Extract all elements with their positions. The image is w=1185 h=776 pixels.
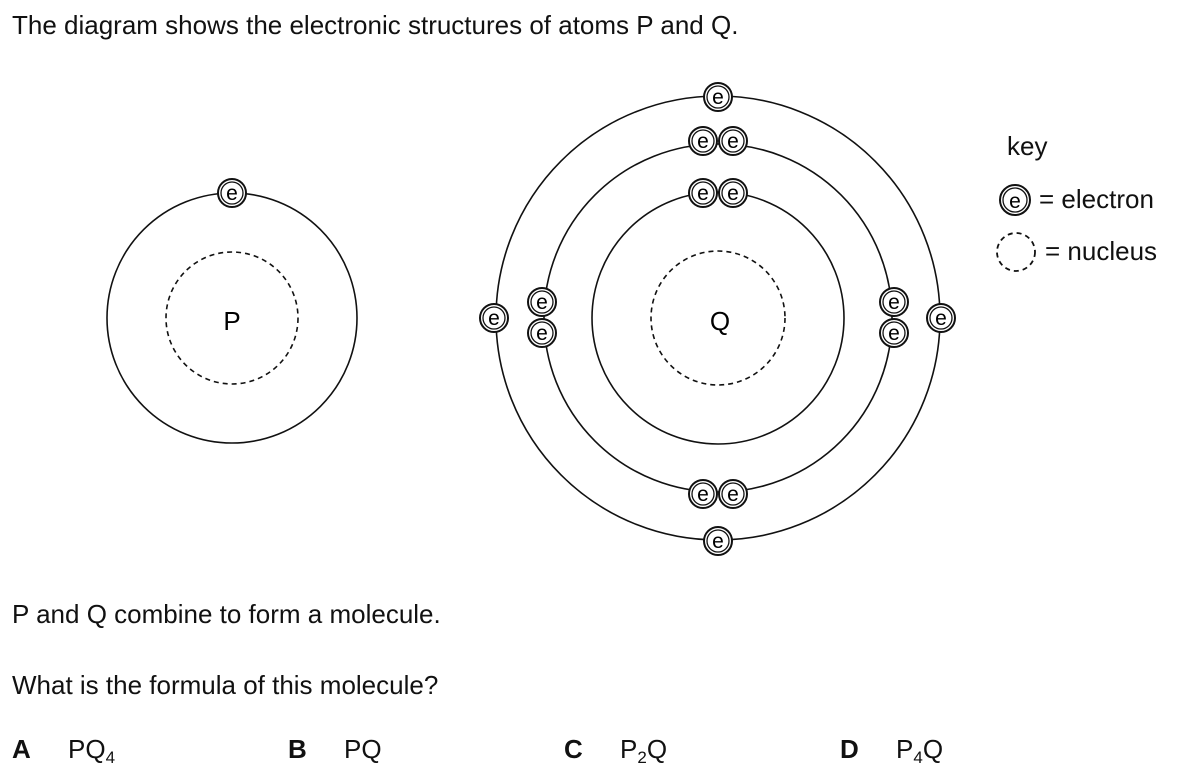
electron-symbol: e — [226, 182, 238, 205]
option-formula-tail: Q — [646, 734, 668, 764]
question-combine: P and Q combine to form a molecule. — [12, 599, 441, 629]
atom-q-label: Q — [710, 306, 730, 336]
electron-symbol: e — [712, 530, 724, 553]
option-formula-base: P — [620, 734, 638, 764]
electron: e — [879, 287, 909, 317]
electron: e — [703, 82, 733, 112]
option-c[interactable]: C P2Q — [564, 734, 667, 768]
option-formula-subscript: 2 — [637, 748, 647, 767]
electron-symbol: e — [697, 483, 709, 506]
electron-symbol: e — [888, 291, 900, 314]
electron-symbol: e — [1009, 190, 1021, 213]
electron-symbol: e — [888, 322, 900, 345]
electron: e — [527, 287, 557, 317]
electron-symbol: e — [712, 86, 724, 109]
atom-p-nucleus — [165, 251, 299, 385]
electron-symbol: e — [697, 182, 709, 205]
electron-symbol: e — [536, 322, 548, 345]
electron-symbol: e — [697, 130, 709, 153]
electron: e — [217, 178, 247, 208]
atom-q-nucleus — [650, 250, 786, 386]
electron-symbol: e — [488, 307, 500, 330]
electron: e — [926, 303, 956, 333]
electron: e — [718, 178, 748, 208]
electron-symbol: e — [727, 483, 739, 506]
electron: e — [688, 178, 718, 208]
electron: e — [479, 303, 509, 333]
question-intro: The diagram shows the electronic structu… — [12, 10, 739, 40]
key-title: key — [1007, 131, 1048, 161]
electron-symbol: e — [935, 307, 947, 330]
option-formula-base: P — [896, 734, 914, 764]
key-nucleus-label: = nucleus — [1045, 236, 1158, 266]
electron: e — [688, 479, 718, 509]
option-letter: D — [840, 734, 859, 764]
option-formula-base: PQ — [344, 734, 382, 764]
electron-symbol: e — [727, 130, 739, 153]
atom-p: P e — [106, 178, 358, 444]
electron-symbol: e — [536, 291, 548, 314]
electron: e — [688, 126, 718, 156]
key-nucleus-icon — [996, 232, 1036, 272]
electron-symbol: e — [727, 182, 739, 205]
atom-p-label: P — [223, 306, 240, 336]
electron: e — [879, 318, 909, 348]
option-d[interactable]: D P4Q — [840, 734, 943, 768]
key-symbols: e — [996, 184, 1036, 272]
option-letter: C — [564, 734, 583, 764]
option-b[interactable]: B PQ — [288, 734, 382, 768]
option-formula-base: PQ — [68, 734, 106, 764]
atom-q-shell-1 — [591, 191, 845, 445]
option-formula-subscript: 4 — [105, 748, 116, 767]
question-ask: What is the formula of this molecule? — [12, 670, 439, 700]
key-electron-label: = electron — [1039, 184, 1154, 214]
option-a[interactable]: A PQ4 — [12, 734, 115, 768]
option-formula-subscript: 4 — [913, 748, 923, 767]
electron: e — [527, 318, 557, 348]
atom-q-shell-2 — [543, 143, 893, 493]
electron: e — [703, 526, 733, 556]
option-formula-tail: Q — [922, 734, 944, 764]
key-electron-icon: e — [999, 184, 1031, 216]
option-letter: B — [288, 734, 307, 764]
electron: e — [718, 479, 748, 509]
electron: e — [718, 126, 748, 156]
option-letter: A — [12, 734, 31, 764]
